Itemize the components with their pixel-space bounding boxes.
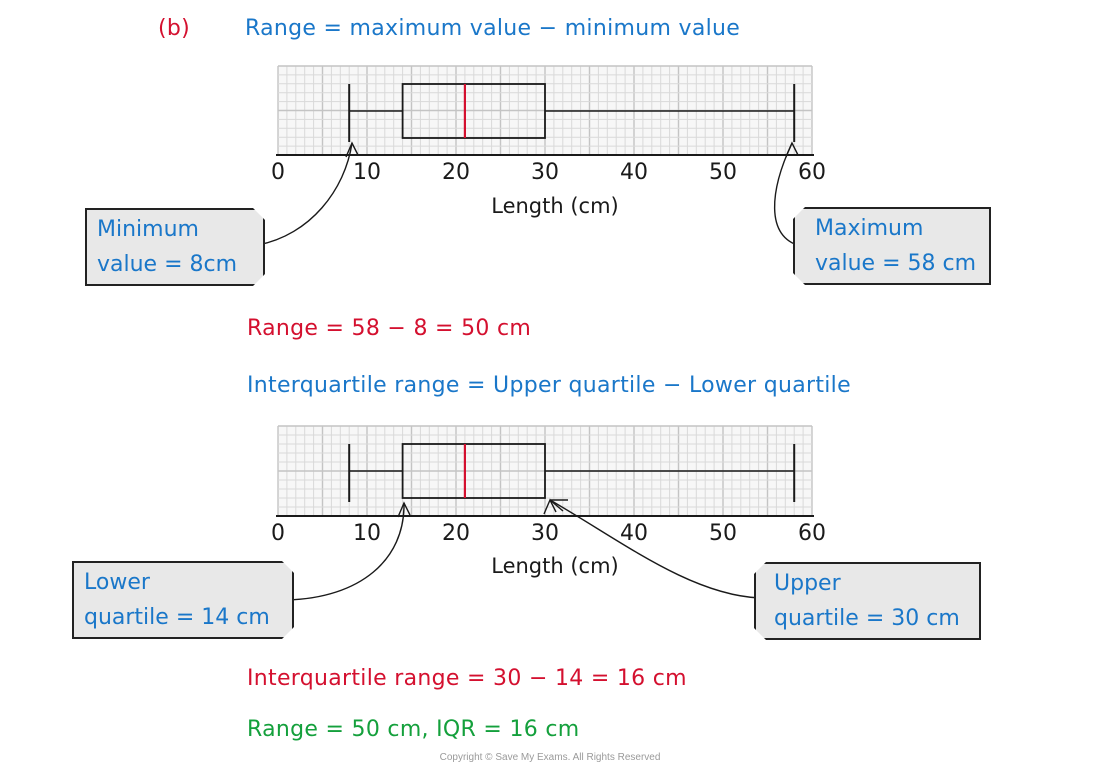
x-axis-label-2: Length (cm)	[491, 554, 619, 578]
callout-upper-quartile: Upper quartile = 30 cm	[754, 562, 981, 640]
callout-maximum-line2: value = 58 cm	[815, 251, 977, 276]
tick-label: 10	[353, 160, 381, 185]
tick-label: 10	[353, 521, 381, 546]
part-label: (b)	[158, 16, 191, 41]
tick-label: 20	[442, 160, 470, 185]
tick-label: 30	[531, 160, 559, 185]
callout-upper-quartile-line1: Upper	[774, 571, 841, 596]
tick-label: 50	[709, 160, 737, 185]
x-axis-label-1: Length (cm)	[491, 194, 619, 218]
callout-minimum-line2: value = 8cm	[97, 252, 238, 277]
tick-label: 40	[620, 160, 648, 185]
tick-label: 50	[709, 521, 737, 546]
callout-maximum: Maximum value = 58 cm	[793, 207, 991, 285]
arrow-minimum	[257, 142, 353, 246]
callout-minimum-line1: Minimum	[97, 217, 199, 242]
callout-lower-quartile-line2: quartile = 14 cm	[84, 605, 270, 630]
tick-label: 40	[620, 521, 648, 546]
tick-label: 60	[798, 521, 826, 546]
range-calculation: Range = 58 − 8 = 50 cm	[247, 316, 532, 341]
callout-maximum-line1: Maximum	[815, 216, 924, 241]
iqr-box	[401, 443, 546, 499]
arrow-upper-quartile-head-bottom	[549, 499, 564, 512]
iqr-calculation: Interquartile range = 30 − 14 = 16 cm	[247, 666, 687, 691]
callout-upper-quartile-line2: quartile = 30 cm	[774, 606, 960, 631]
callout-lower-quartile-line1: Lower	[84, 570, 150, 595]
callout-minimum: Minimum value = 8cm	[85, 208, 265, 286]
arrow-upper-quartile	[549, 499, 761, 599]
tick-label: 0	[271, 521, 285, 546]
arrow-minimum-head	[345, 141, 359, 158]
arrow-lower-quartile	[286, 502, 405, 601]
range-formula: Range = maximum value − minimum value	[245, 16, 741, 41]
copyright-notice: Copyright © Save My Exams. All Rights Re…	[439, 752, 661, 763]
tick-label: 30	[531, 521, 559, 546]
arrow-lower-quartile-head	[397, 501, 411, 518]
arrow-maximum-head	[785, 141, 799, 158]
tick-label: 20	[442, 521, 470, 546]
iqr-formula: Interquartile range = Upper quartile − L…	[247, 373, 851, 398]
tick-label: 60	[798, 160, 826, 185]
arrow-maximum	[773, 142, 801, 247]
iqr-box	[401, 83, 546, 139]
tick-label: 0	[271, 160, 285, 185]
final-answer: Range = 50 cm, IQR = 16 cm	[247, 717, 580, 742]
callout-lower-quartile: Lower quartile = 14 cm	[72, 561, 294, 639]
